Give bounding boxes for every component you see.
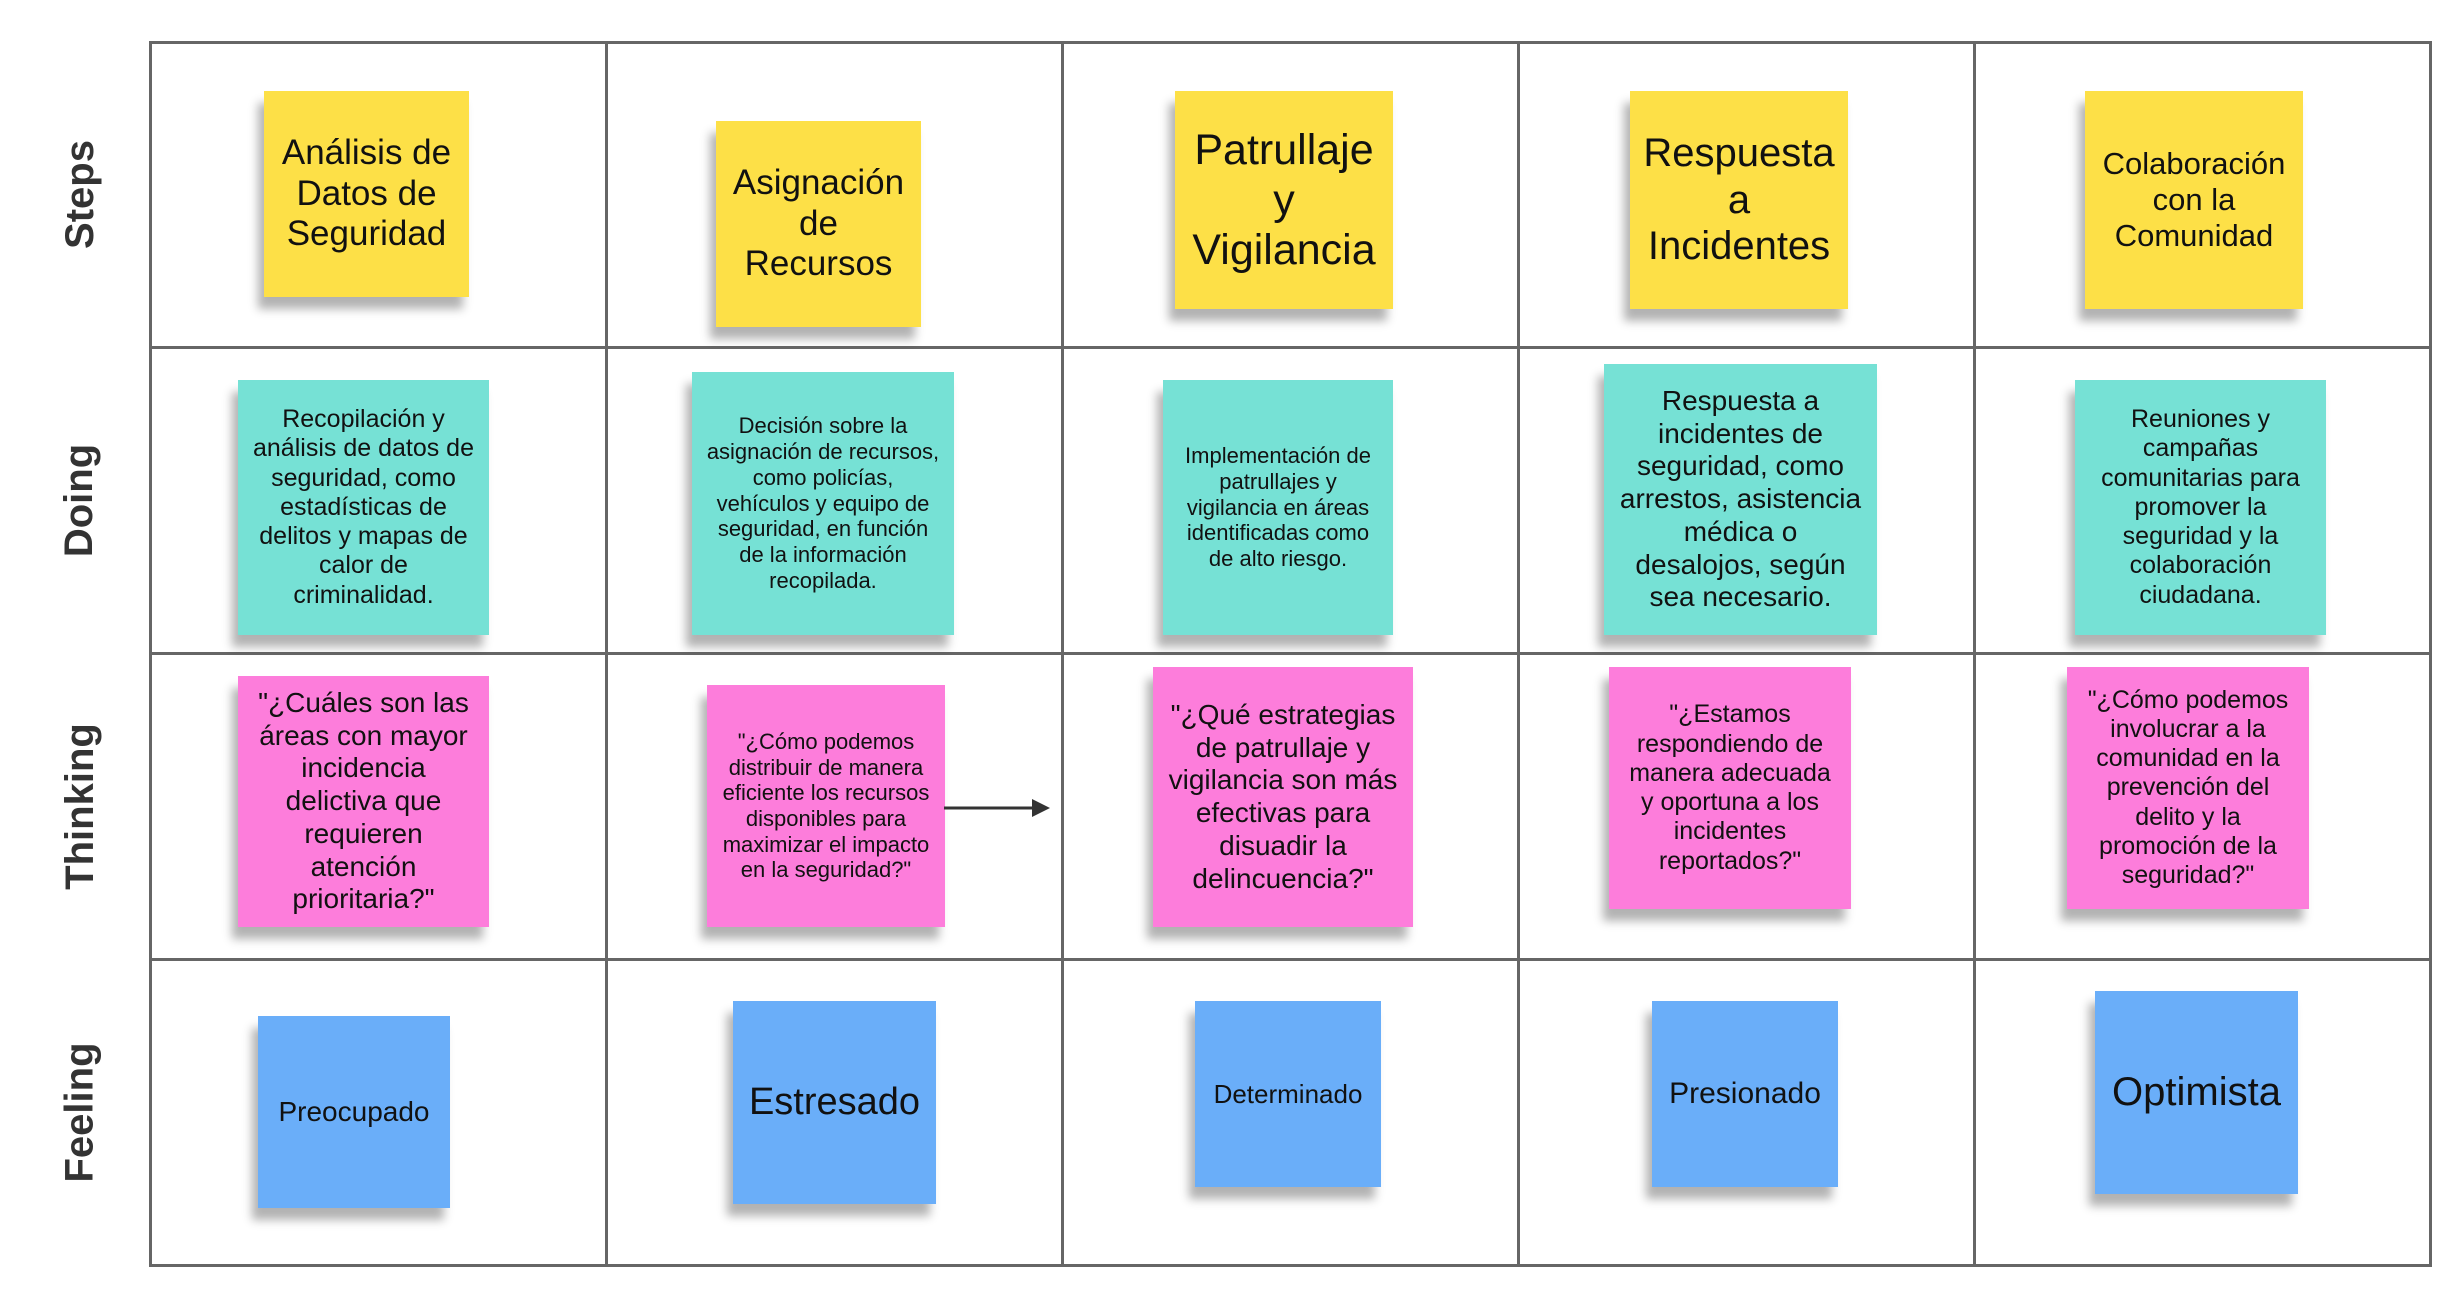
sticky-note-text: Decisión sobre la asignación de recursos… <box>706 413 940 593</box>
sticky-note-text: Respuesta a incidentes de seguridad, com… <box>1619 384 1862 613</box>
sticky-note-steps[interactable]: Patrullaje y Vigilancia <box>1175 91 1393 309</box>
sticky-note-doing[interactable]: Decisión sobre la asignación de recursos… <box>692 372 954 635</box>
sticky-note-text: Estresado <box>748 1081 921 1124</box>
grid-cell <box>1973 958 2432 1267</box>
sticky-note-text: "¿Estamos respondiendo de manera adecuad… <box>1629 700 1831 875</box>
row-label-thinking: Thinking <box>57 722 102 890</box>
sticky-note-feeling[interactable]: Determinado <box>1195 1001 1381 1187</box>
sticky-note-steps[interactable]: Análisis de Datos de Seguridad <box>264 91 469 297</box>
sticky-note-text: Optimista <box>2112 1070 2281 1115</box>
arrow-connector <box>944 799 1050 817</box>
sticky-note-feeling[interactable]: Preocupado <box>258 1016 450 1208</box>
sticky-note-text: "¿Cuáles son las áreas con mayor inciden… <box>258 686 469 915</box>
sticky-note-thinking[interactable]: "¿Cuáles son las áreas con mayor inciden… <box>238 676 489 927</box>
sticky-note-doing[interactable]: Implementación de patrullajes y vigilanc… <box>1163 380 1393 635</box>
sticky-note-text: Determinado <box>1213 1078 1363 1109</box>
sticky-note-text: Patrullaje y Vigilancia <box>1192 125 1376 275</box>
sticky-note-thinking[interactable]: "¿Cómo podemos involucrar a la comunidad… <box>2067 667 2309 909</box>
sticky-note-doing[interactable]: Reuniones y campañas comunitarias para p… <box>2075 380 2326 635</box>
sticky-note-text: "¿Cómo podemos involucrar a la comunidad… <box>2087 685 2289 890</box>
sticky-note-text: Reuniones y campañas comunitarias para p… <box>2101 405 2300 609</box>
sticky-note-steps[interactable]: Respuesta a Incidentes <box>1630 91 1848 309</box>
sticky-note-text: "¿Qué estrategias de patrullaje y vigila… <box>1168 698 1398 894</box>
sticky-note-feeling[interactable]: Estresado <box>733 1001 936 1204</box>
sticky-note-text: Recopilación y análisis de datos de segu… <box>253 405 474 609</box>
sticky-note-steps[interactable]: Colaboración con la Comunidad <box>2085 91 2303 309</box>
sticky-note-text: Preocupado <box>278 1095 430 1127</box>
sticky-note-thinking[interactable]: "¿Qué estrategias de patrullaje y vigila… <box>1153 667 1413 927</box>
sticky-note-text: Respuesta a Incidentes <box>1643 130 1835 269</box>
sticky-note-text: Asignación de Recursos <box>732 162 905 284</box>
sticky-note-feeling[interactable]: Presionado <box>1652 1001 1838 1187</box>
sticky-note-text: Análisis de Datos de Seguridad <box>281 132 452 254</box>
sticky-note-text: "¿Cómo podemos distribuir de manera efic… <box>722 728 930 883</box>
sticky-note-steps[interactable]: Asignación de Recursos <box>716 121 921 327</box>
sticky-note-text: Implementación de patrullajes y vigilanc… <box>1185 443 1371 572</box>
sticky-note-doing[interactable]: Respuesta a incidentes de seguridad, com… <box>1604 364 1877 635</box>
row-label-feeling: Feeling <box>57 1041 102 1183</box>
sticky-note-thinking[interactable]: "¿Cómo podemos distribuir de manera efic… <box>707 685 945 927</box>
sticky-note-text: Colaboración con la Comunidad <box>2102 145 2286 254</box>
sticky-note-text: Presionado <box>1669 1077 1821 1111</box>
sticky-note-feeling[interactable]: Optimista <box>2095 991 2298 1194</box>
row-label-doing: Doing <box>57 443 102 557</box>
row-label-steps: Steps <box>57 140 102 249</box>
sticky-note-thinking[interactable]: "¿Estamos respondiendo de manera adecuad… <box>1609 667 1851 909</box>
sticky-note-doing[interactable]: Recopilación y análisis de datos de segu… <box>238 380 489 635</box>
